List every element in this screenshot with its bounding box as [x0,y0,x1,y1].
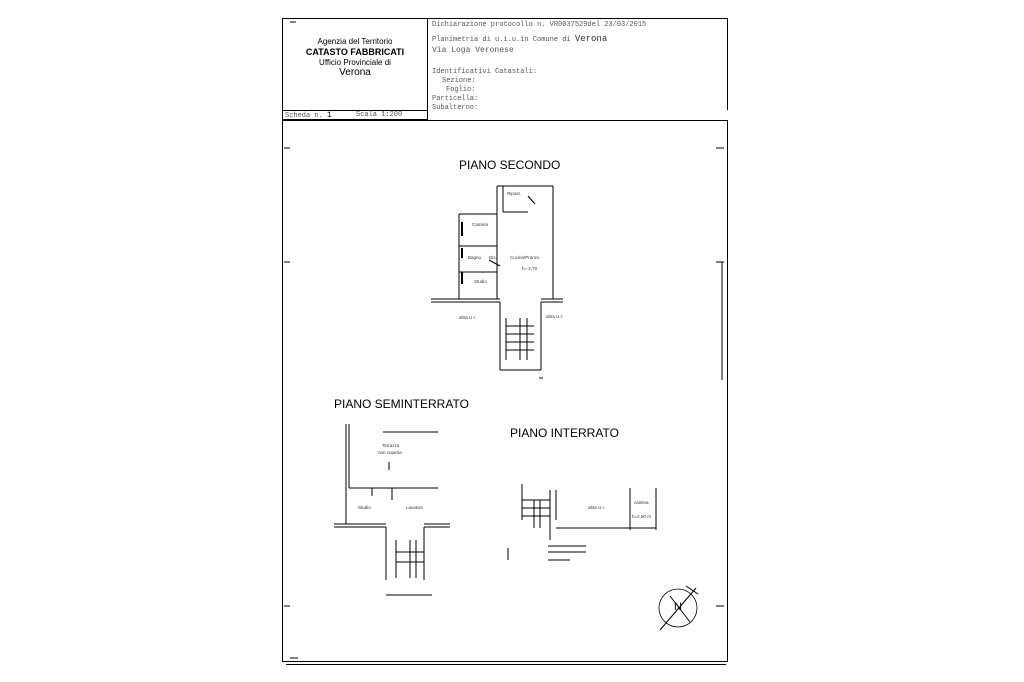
cadastral-section: Sezione: [442,77,476,85]
room-label: Camera [472,222,489,227]
planimetry-line: Planimetria di u.i.u.in Comune di Verona [432,34,608,44]
agency-block: Agenzia del Territorio CATASTO FABBRICAT… [282,37,428,78]
room-label: Ripost. [507,191,522,196]
drawing-frame-bottom [286,664,726,665]
drawing-frame [282,120,728,662]
title-piano-interrato: PIANO INTERRATO [510,426,619,440]
room-label: altra U.I. [546,314,564,319]
room-label: Cucina/Pranzo [510,255,540,260]
agency-city: Verona [339,67,371,78]
address-line: Via Loga Veronese [432,46,514,55]
scheda-strip [282,110,428,120]
north-arrow-icon [658,585,699,631]
title-piano-seminterrato: PIANO SEMINTERRATO [334,397,469,411]
room-label: Dis. [489,255,497,260]
room-label: altra U.I. [588,505,606,510]
cadastral-title: Identificativi Catastali: [432,68,538,76]
plan-piano-seminterrato [334,424,450,596]
room-label: non coperta [378,450,402,455]
room-label: altra U.I. [459,315,477,320]
room-label: Lavatoio [406,505,424,510]
cadastral-sub: Subalterno: [432,104,479,112]
room-label: h= 2,70 [522,266,538,271]
cadastral-parcel: Particella: [432,95,479,103]
agency-line1: Agenzia del Territorio [317,37,393,46]
agency-line2: CATASTO FABBRICATI [305,47,405,57]
declaration-line: Dichiarazione protocollo n. VR0037529del… [432,21,647,29]
room-label: Bagno [468,255,482,260]
north-label: N [674,601,682,613]
cadastral-sheet: Foglio: [446,86,476,94]
room-label: Terrazza [382,443,400,448]
room-label: cantina [634,500,649,505]
declaration-box [428,18,728,110]
title-piano-secondo: PIANO SECONDO [459,158,561,172]
plan-piano-interrato [507,484,657,561]
room-label: Studio [474,279,487,284]
scale-label: Scala 1:200 [356,111,403,119]
room-label: h=2,50 m [632,514,651,519]
plan-piano-secondo [431,185,563,379]
agency-line3: Ufficio Provinciale di [319,58,391,67]
agency-box [282,18,428,110]
scheda-number: Scheda n. 1 [285,111,332,120]
room-label: Studio [358,505,371,510]
